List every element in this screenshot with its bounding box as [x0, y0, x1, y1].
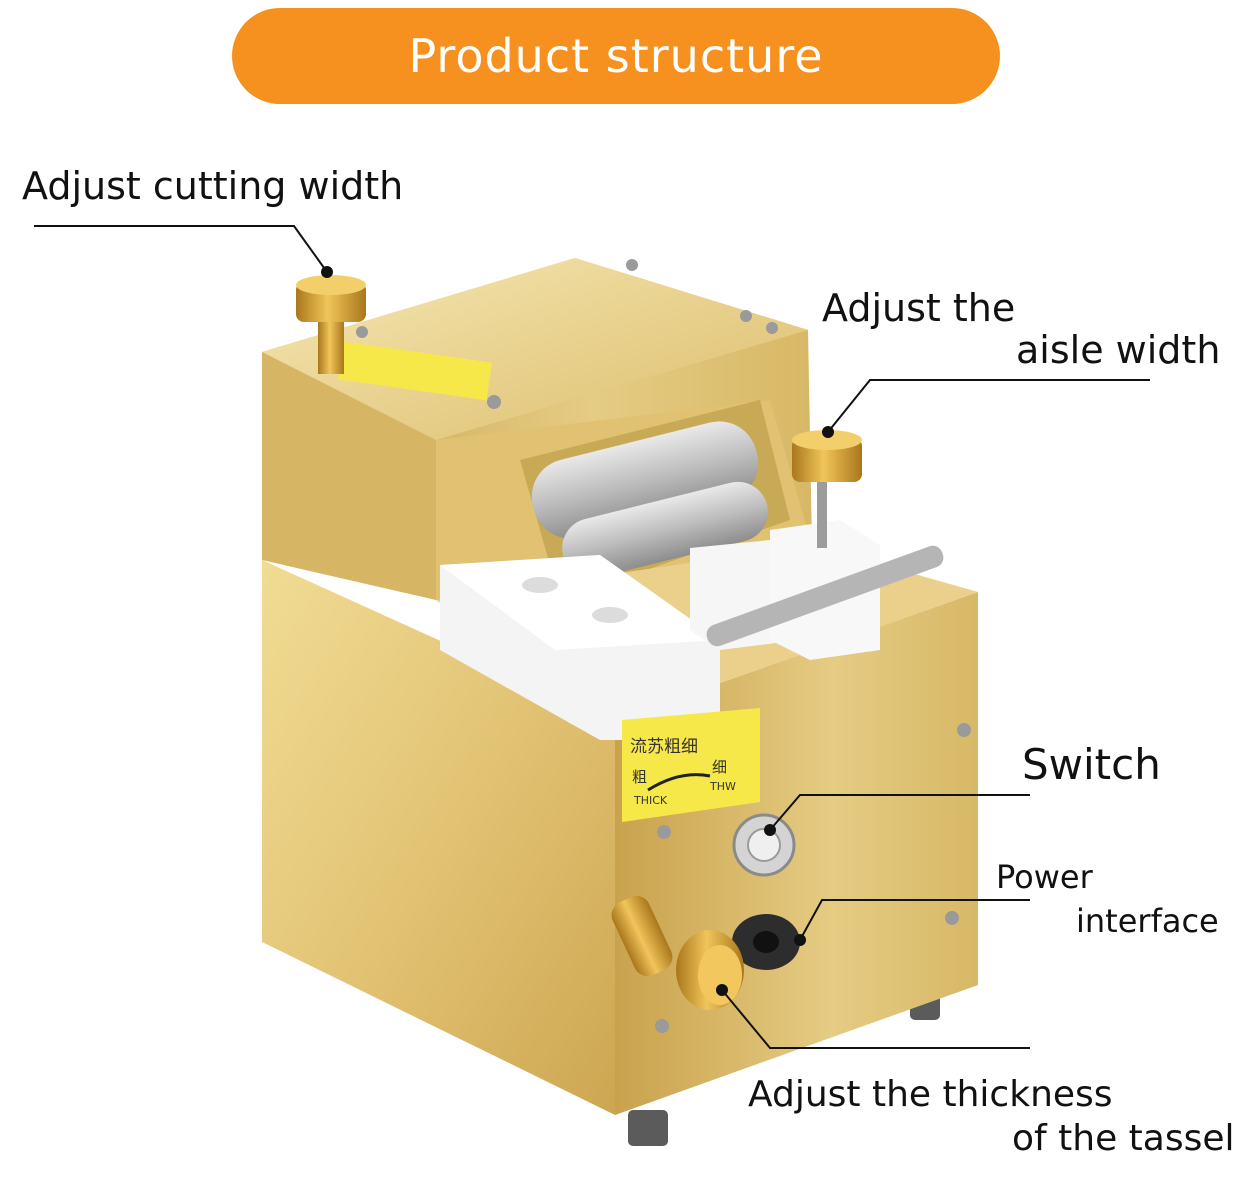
sticker-thick-char: 粗	[632, 768, 647, 786]
lower-roller	[562, 481, 768, 579]
label-adjust-aisle-line1: Adjust the	[822, 286, 1016, 330]
guide-rod	[706, 545, 944, 647]
banner-title: Product structure	[408, 29, 824, 83]
leader-cutting-width	[34, 225, 328, 273]
label-power-line2: interface	[1076, 902, 1219, 940]
guide-blocks	[440, 520, 944, 740]
power-switch[interactable]	[732, 813, 796, 877]
leader-power	[799, 899, 1030, 941]
label-switch: Switch	[1022, 740, 1161, 789]
upper-roller	[531, 421, 759, 539]
label-thickness-line1: Adjust the thickness	[748, 1074, 1113, 1115]
power-interface-jack	[732, 914, 800, 970]
aisle-width-knob[interactable]	[792, 430, 862, 548]
leader-switch	[769, 794, 1030, 831]
title-banner: Product structure	[232, 8, 1000, 104]
front-screws	[655, 723, 971, 1033]
rear-sticker	[338, 341, 492, 401]
label-adjust-cutting-width: Adjust cutting width	[22, 164, 404, 208]
sticker-thick-en: THICK	[633, 794, 668, 807]
front-thickness-sticker: 流苏粗细 粗 细 THICK THW	[622, 708, 760, 822]
sticker-title: 流苏粗细	[630, 737, 698, 757]
label-thickness-line2: of the tassel	[1012, 1118, 1235, 1159]
label-adjust-aisle-line2: aisle width	[1016, 328, 1221, 372]
callout-leaders	[34, 225, 1150, 1049]
sticker-thin-en: THW	[709, 780, 736, 793]
sticker-thin-char: 细	[712, 758, 727, 776]
label-power-line1: Power	[996, 858, 1093, 896]
leader-thickness	[721, 989, 1030, 1049]
leader-aisle-width	[827, 379, 1150, 433]
cutting-width-knob[interactable]	[296, 275, 366, 374]
